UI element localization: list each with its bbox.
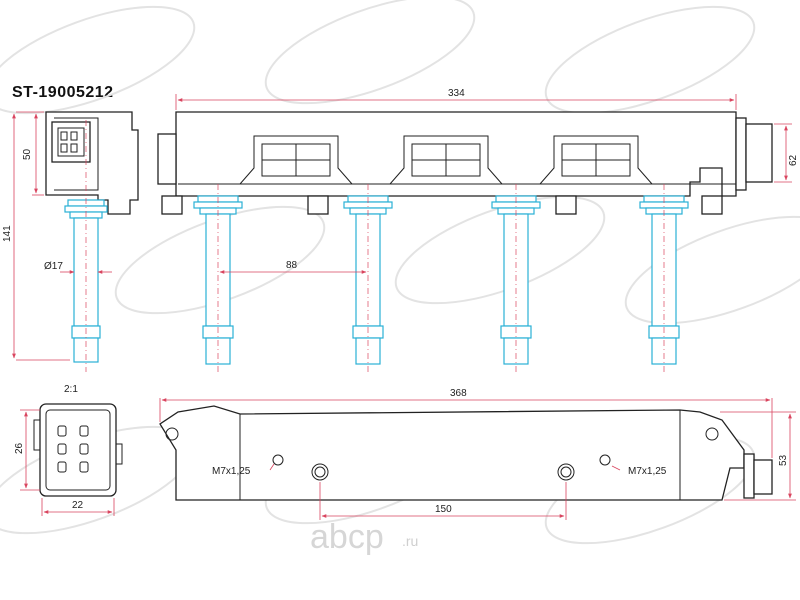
front-view-dimensions (175, 94, 792, 274)
dim-connector-height: 62 (788, 154, 799, 166)
side-view (45, 111, 139, 372)
dim-overall-length-bottom: 368 (450, 388, 467, 399)
dim-thread-right: M7x1,25 (628, 466, 667, 477)
dim-overall-height: 141 (2, 225, 13, 242)
front-view-boots (193, 184, 689, 372)
watermark-logos (0, 0, 800, 545)
side-view-dimensions (12, 111, 112, 361)
bottom-view (159, 405, 773, 501)
part-number: ST-19005212 (12, 84, 114, 101)
front-view (157, 111, 773, 215)
boot-1 (193, 195, 243, 365)
dim-mount-spacing: 150 (435, 504, 452, 515)
dim-overall-length-top: 334 (448, 88, 465, 99)
svg-text:abcp: abcp (310, 518, 384, 556)
scale-label: 2:1 (64, 384, 78, 395)
dim-plug-spacing: 88 (286, 260, 298, 271)
dim-thread-left: M7x1,25 (212, 466, 251, 477)
svg-text:.ru: .ru (402, 533, 418, 549)
bottom-view-dimensions (159, 398, 796, 520)
connector-detail-dimensions (20, 409, 115, 516)
site-watermark: abcp .ru (310, 518, 418, 556)
dim-connector-height-detail: 26 (14, 442, 25, 454)
connector-detail (33, 403, 123, 497)
dim-boot-diameter: Ø17 (44, 261, 63, 272)
dim-bottom-height: 53 (778, 454, 789, 466)
dim-head-height: 50 (22, 148, 33, 160)
dim-connector-width: 22 (72, 500, 84, 511)
